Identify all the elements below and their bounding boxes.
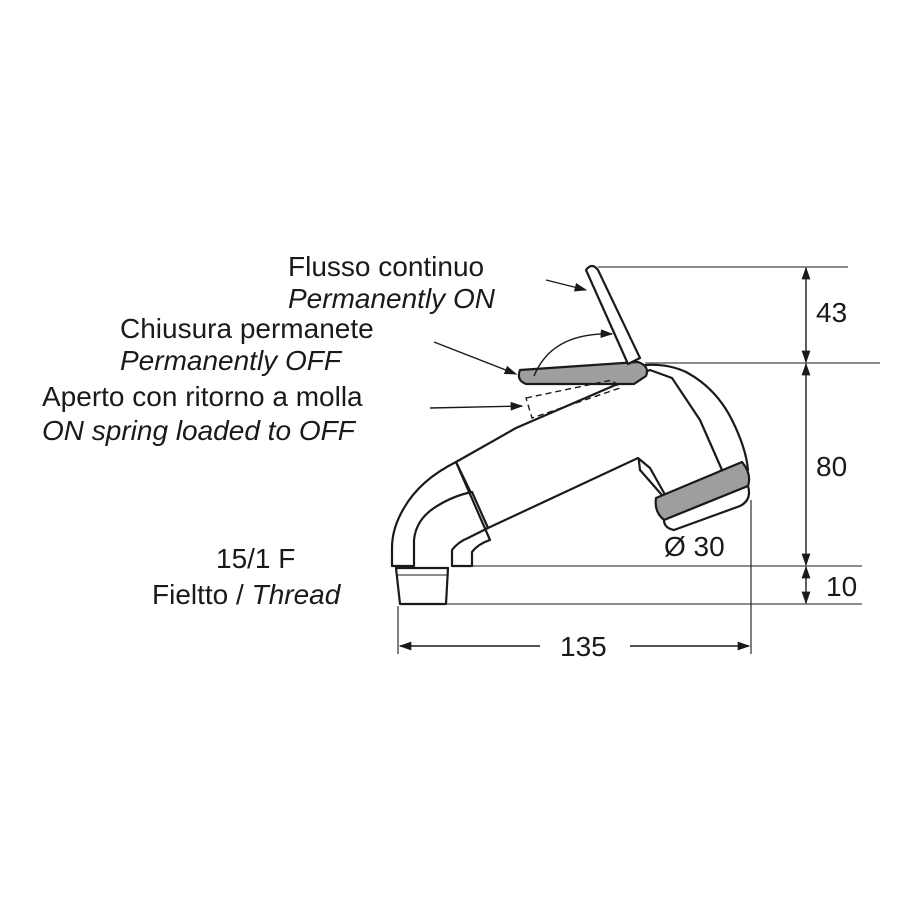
- label-thread-spec: 15/1 F: [216, 543, 295, 574]
- dim-text-diameter: Ø 30: [664, 531, 725, 562]
- label-aperto-en: ON spring loaded to OFF: [42, 415, 357, 446]
- label-chiusura-it: Chiusura permanete: [120, 313, 374, 344]
- swing-arc: [533, 329, 614, 377]
- leader-flusso: [545, 279, 588, 292]
- label-thread: Fieltto / Thread: [152, 579, 342, 610]
- label-flusso-en: Permanently ON: [288, 283, 496, 314]
- thread-fitting: [394, 566, 450, 606]
- lever-off: [517, 360, 649, 386]
- label-thread-en: Thread: [252, 579, 342, 610]
- dim-text-135: 135: [560, 631, 607, 662]
- label-thread-it: Fieltto /: [152, 579, 252, 610]
- lever-on: [584, 264, 642, 366]
- label-chiusura-en: Permanently OFF: [120, 345, 343, 376]
- dim-text-80: 80: [816, 451, 847, 482]
- dim-text-43: 43: [816, 297, 847, 328]
- dim-text-10: 10: [826, 571, 857, 602]
- valve-body: [390, 363, 751, 606]
- label-aperto-it: Aperto con ritorno a molla: [42, 381, 363, 412]
- leader-aperto: [429, 401, 524, 411]
- leader-chiusura: [433, 341, 518, 375]
- label-flusso-it: Flusso continuo: [288, 251, 484, 282]
